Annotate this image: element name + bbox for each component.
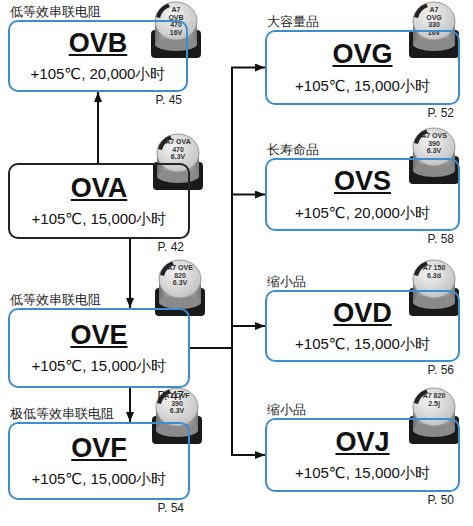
capacitor-top — [413, 2, 455, 40]
spec-text: +105℃, 15,000小时 — [295, 335, 430, 353]
series-box: 低等效串联电阻OVE+105℃, 15,000小时P. 47 — [8, 308, 190, 388]
arrow-connector — [97, 92, 99, 163]
feature-heading: 缩小品 — [267, 402, 306, 418]
page-number: P. 50 — [428, 493, 454, 507]
capacitor-marking: A7 150 6.3d — [421, 264, 447, 279]
series-name: OVB — [69, 29, 128, 59]
page-number: P. 45 — [156, 93, 182, 107]
series-name: OVE — [70, 321, 127, 351]
capacitor-marking: A7 OVS 390 6.3V — [421, 132, 447, 155]
page-number: P. 54 — [158, 501, 184, 515]
series-box: OVA+105℃, 15,000小时P. 42 — [8, 163, 190, 239]
spec-text: +105℃, 20,000小时 — [295, 204, 430, 222]
series-name: OVS — [334, 167, 391, 197]
series-name: OVF — [71, 434, 127, 464]
spec-text: +105℃, 15,000小时 — [295, 77, 430, 95]
arrow-connector — [129, 239, 131, 308]
feature-heading: 极低等效串联电阻 — [10, 406, 114, 422]
spec-text: +105℃, 15,000小时 — [32, 357, 167, 375]
page-number: P. 56 — [428, 363, 454, 377]
capacitor-top — [413, 128, 455, 166]
spec-text: +105℃, 20,000小时 — [31, 65, 166, 83]
capacitor-top — [413, 260, 455, 298]
series-name: OVJ — [335, 428, 389, 458]
series-box: 低等效串联电阻OVB+105℃, 20,000小时P. 45 — [8, 20, 188, 92]
feature-heading: 低等效串联电阻 — [10, 292, 101, 308]
capacitor-picture — [153, 134, 203, 190]
feature-heading: 低等效串联电阻 — [10, 4, 101, 20]
polarity-mark — [414, 4, 428, 19]
arrow-connector — [129, 388, 131, 422]
page-number: P. 52 — [428, 106, 454, 120]
feature-heading: 缩小品 — [267, 274, 306, 290]
polarity-mark — [156, 4, 170, 19]
series-name: OVA — [71, 174, 128, 204]
capacitor-picture — [409, 128, 459, 184]
capacitor-marking: A7 820 2.5j — [421, 392, 447, 407]
series-box: 极低等效串联电阻OVF+105℃, 15,000小时P. 54 — [8, 422, 190, 500]
spec-text: +105℃, 15,000小时 — [32, 470, 167, 488]
page-number: P. 42 — [158, 240, 184, 254]
spec-text: +105℃, 15,000小时 — [32, 210, 167, 228]
series-box: 大容量品OVG+105℃, 15,000小时P. 52 — [265, 30, 460, 105]
arrow-connector — [190, 326, 265, 348]
page-number: P. 47 — [158, 389, 184, 403]
capacitor-top — [156, 388, 198, 426]
series-name: OVG — [332, 40, 392, 70]
spec-text: +105℃, 15,000小时 — [295, 464, 430, 482]
feature-heading: 长寿命品 — [267, 142, 319, 158]
capacitor-top — [157, 134, 199, 172]
capacitor-top — [413, 388, 455, 426]
page-number: P. 58 — [428, 232, 454, 246]
series-name: OVD — [333, 299, 392, 329]
capacitor-marking: A7 OVA 470 6.3V — [165, 138, 191, 161]
series-box: 长寿命品OVS+105℃, 20,000小时P. 58 — [265, 158, 460, 231]
capacitor-marking: A7 OVE 820 6.3V — [167, 264, 193, 287]
capacitor-top — [159, 260, 201, 298]
capacitor-picture — [409, 388, 459, 444]
series-box: 缩小品OVD+105℃, 15,000小时P. 56 — [265, 290, 460, 362]
capacitor-picture — [152, 388, 202, 444]
capacitor-picture — [151, 2, 201, 58]
feature-heading: 大容量品 — [267, 14, 319, 30]
capacitor-picture — [409, 260, 459, 316]
series-box: 缩小品OVJ+105℃, 15,000小时P. 50 — [265, 418, 460, 492]
arrow-connector — [190, 195, 265, 349]
